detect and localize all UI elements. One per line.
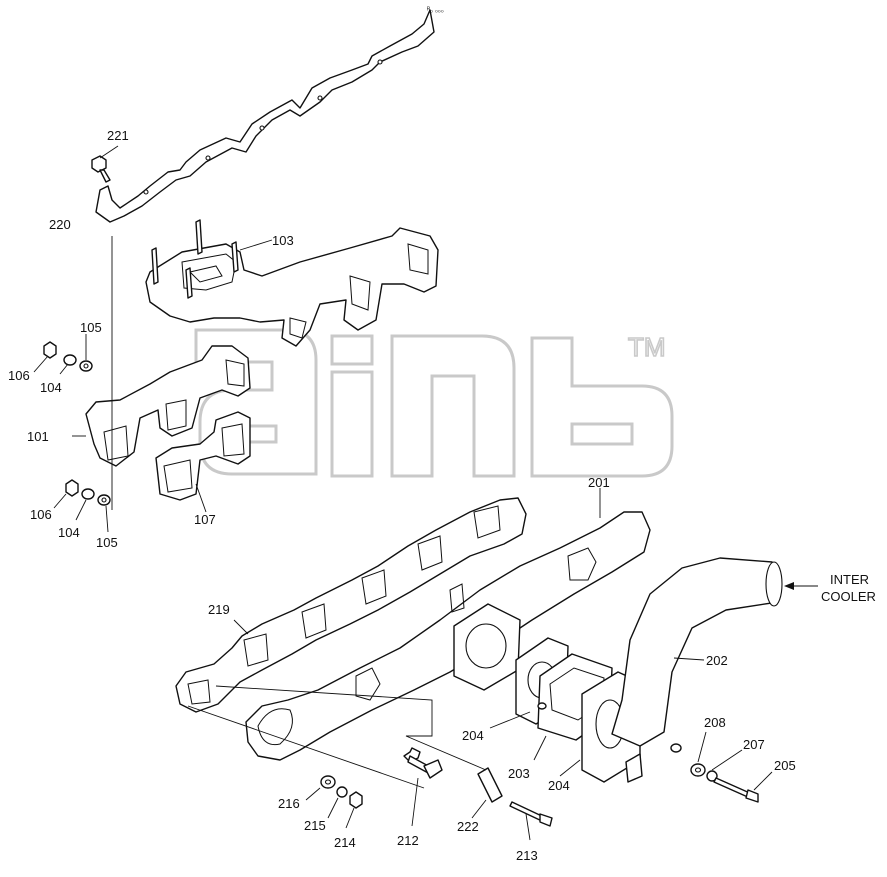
callout-203: 203	[508, 766, 530, 781]
callout-201: 201	[588, 475, 610, 490]
heat-shield-220	[95, 9, 435, 223]
exhaust-manifold-101	[85, 345, 251, 467]
callout-204-left: 204	[462, 728, 484, 743]
callout-106-lower: 106	[30, 507, 52, 522]
callout-220: 220	[49, 217, 71, 232]
heater-assembly-203	[453, 603, 641, 783]
callout-104-upper: 104	[40, 380, 62, 395]
callout-105-lower: 105	[96, 535, 118, 550]
inter-cooler-label-line1: INTER	[830, 572, 869, 587]
callout-107: 107	[194, 512, 216, 527]
callout-222: 222	[457, 819, 479, 834]
intercooler-pipe-202	[611, 557, 783, 783]
callout-215: 215	[304, 818, 326, 833]
inter-cooler-label-line2: COOLER	[821, 589, 876, 604]
callout-104-lower: 104	[58, 525, 80, 540]
fasteners-lower	[65, 479, 111, 506]
trademark-mark: TM	[628, 332, 666, 362]
watermark-logo: TM	[194, 328, 674, 478]
callout-213: 213	[516, 848, 538, 863]
callout-204-right: 204	[548, 778, 570, 793]
callout-101: 101	[27, 429, 49, 444]
callout-219: 219	[208, 602, 230, 617]
callout-205: 205	[774, 758, 796, 773]
callout-207: 207	[743, 737, 765, 752]
callout-106-upper: 106	[8, 368, 30, 383]
callout-221: 221	[107, 128, 129, 143]
exhaust-manifold-103	[145, 219, 439, 347]
callout-212: 212	[397, 833, 419, 848]
callout-105-upper: 105	[80, 320, 102, 335]
callout-208: 208	[704, 715, 726, 730]
corner-note: ᴿ₀ ₀₀₀	[427, 7, 444, 14]
gasket-107	[155, 411, 251, 501]
callout-214: 214	[334, 835, 356, 850]
callout-103: 103	[272, 233, 294, 248]
intake-manifold-201	[245, 511, 651, 761]
fasteners-212-216-222	[320, 747, 553, 827]
gasket-219	[175, 497, 527, 713]
bolt-221	[91, 155, 111, 183]
callout-216: 216	[278, 796, 300, 811]
callout-202: 202	[706, 653, 728, 668]
fasteners-205-207-208	[690, 763, 759, 803]
fasteners-upper	[43, 341, 93, 372]
